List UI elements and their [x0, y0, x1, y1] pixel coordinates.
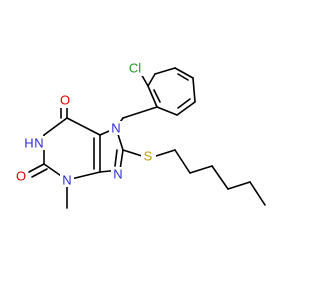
bond — [28, 163, 45, 173]
atom-labels: Cl O N H N S N O N — [14, 61, 156, 188]
bond — [176, 101, 196, 116]
oxygen-atom-label-c2: O — [16, 169, 26, 184]
bond — [66, 117, 101, 136]
bond — [119, 149, 124, 171]
nitrogen-atom-label-n3: N — [62, 173, 71, 188]
chlorine-atom-label: Cl — [129, 61, 141, 76]
nitrogen-atom-label-n7: N — [111, 121, 120, 136]
bond — [174, 67, 194, 79]
bond — [227, 181, 251, 190]
bond — [147, 73, 156, 87]
bond — [156, 106, 178, 116]
bond — [189, 165, 213, 174]
hydrogen-atom-label-n1: H — [24, 136, 33, 151]
nitrogen-atom-label-n9: N — [113, 167, 122, 182]
bond — [147, 85, 158, 108]
bond — [43, 117, 68, 136]
bond — [114, 149, 118, 167]
bond — [155, 149, 176, 157]
bond — [31, 168, 48, 178]
bond — [177, 98, 191, 109]
bond — [192, 77, 196, 103]
bond — [122, 106, 158, 119]
bond — [177, 73, 189, 81]
bond — [153, 89, 161, 103]
molecule-diagram: Cl O N H N S N O N — [14, 61, 266, 209]
bond — [154, 67, 176, 75]
structure-canvas: Cl O N H N S N O N — [14, 61, 266, 209]
bond — [211, 165, 229, 190]
bond — [249, 181, 266, 206]
sulfur-atom-label: S — [144, 149, 153, 164]
oxygen-atom-label-c6: O — [60, 93, 70, 108]
nitrogen-atom-label-n1: N — [34, 136, 43, 151]
bond — [174, 149, 191, 174]
bond — [122, 149, 143, 157]
